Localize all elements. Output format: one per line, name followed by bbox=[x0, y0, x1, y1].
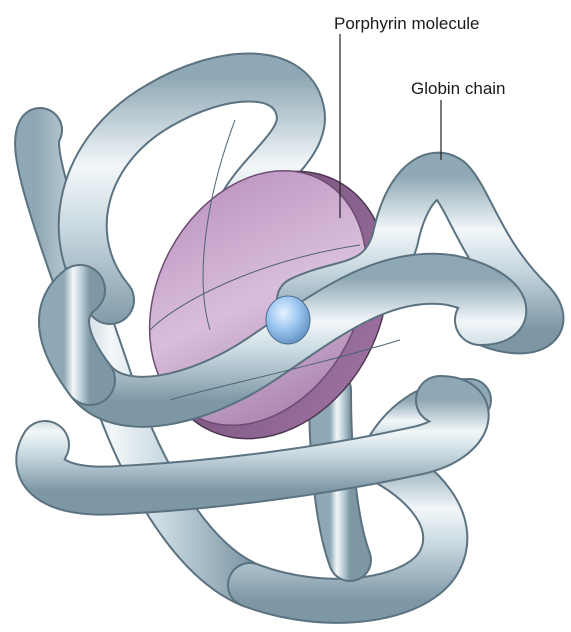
iron-atom bbox=[266, 296, 310, 344]
globin-chain-label: Globin chain bbox=[411, 80, 506, 97]
porphyrin-molecule-label: Porphyrin molecule bbox=[334, 15, 480, 32]
